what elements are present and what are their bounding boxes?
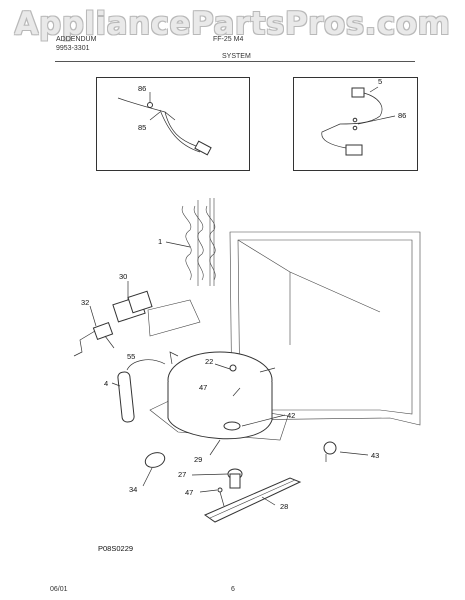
grommet	[142, 452, 166, 487]
callout-47-bottom: 47	[185, 488, 193, 497]
terminal-cover	[73, 305, 115, 357]
callout-55: 55	[127, 352, 135, 361]
watermark-logo: AppliancePartsPros.com	[14, 6, 451, 42]
callout-27: 27	[178, 470, 186, 479]
callout-47-top: 47	[199, 383, 207, 392]
callout-43: 43	[371, 451, 379, 460]
header-model: FF-25 M4	[213, 36, 244, 43]
callout-29: 29	[194, 455, 202, 464]
callout-86-cord: 86	[398, 111, 406, 120]
filter-drier	[111, 359, 166, 423]
compressor	[149, 351, 289, 456]
wire-harness-drawing	[117, 92, 212, 156]
callout-28: 28	[280, 502, 288, 511]
callout-86-harness: 86	[138, 84, 146, 93]
callout-85: 85	[138, 123, 146, 132]
tube-clamp	[323, 441, 369, 462]
mounting-rail	[191, 468, 302, 523]
callout-1: 1	[158, 237, 162, 246]
callout-34: 34	[129, 485, 137, 494]
inset-box-left	[96, 77, 250, 171]
condenser-coil	[181, 198, 216, 286]
drawing-code: P08S0229	[98, 544, 133, 553]
relay-overload-assembly	[112, 281, 201, 337]
callout-22: 22	[205, 357, 213, 366]
header-left-line2: 9953-3301	[56, 45, 90, 52]
header-rule	[55, 61, 415, 62]
footer-date: 06/01	[50, 586, 68, 593]
callout-30: 30	[119, 272, 127, 281]
footer-page-number: 6	[231, 586, 235, 593]
callout-32: 32	[81, 298, 89, 307]
callout-4: 4	[104, 379, 108, 388]
section-title: SYSTEM	[222, 53, 251, 60]
header-left-line1: ADDENDUM	[56, 36, 97, 43]
power-cord-drawing	[321, 86, 396, 156]
callout-42: 42	[287, 411, 295, 420]
callout-5: 5	[378, 77, 382, 86]
